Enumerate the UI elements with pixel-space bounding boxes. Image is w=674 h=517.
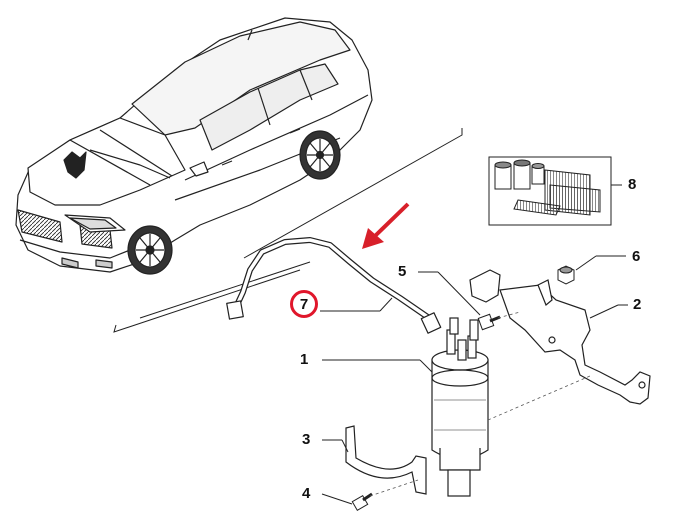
fuel-line-hose [226,237,442,334]
assembly-guides [369,311,591,497]
bolt-4 [351,492,373,512]
bolt-5 [477,313,501,331]
mounting-bracket [469,269,651,405]
fuel-filter-cartridge [431,317,489,497]
callout-5: 5 [398,263,407,280]
callout-2: 2 [633,296,642,313]
red-pointer-arrow [362,202,410,249]
callout-8: 8 [628,176,637,193]
car-wheel-rear [299,130,341,180]
perspective-plane [113,128,463,333]
filter-kit-box [488,156,612,226]
callout-3: 3 [302,431,311,448]
leader-6 [575,255,597,271]
car-wheel-front [127,225,173,275]
callout-7-highlighted[interactable]: 7 [290,290,318,318]
car-sedan-illustration [15,17,373,273]
callout-1: 1 [300,351,309,368]
callout-4: 4 [302,485,311,502]
callout-6: 6 [632,248,641,265]
strap-bracket [345,425,427,495]
leader-4 [321,493,353,505]
leader-2 [589,304,619,319]
nut-6 [557,265,575,285]
